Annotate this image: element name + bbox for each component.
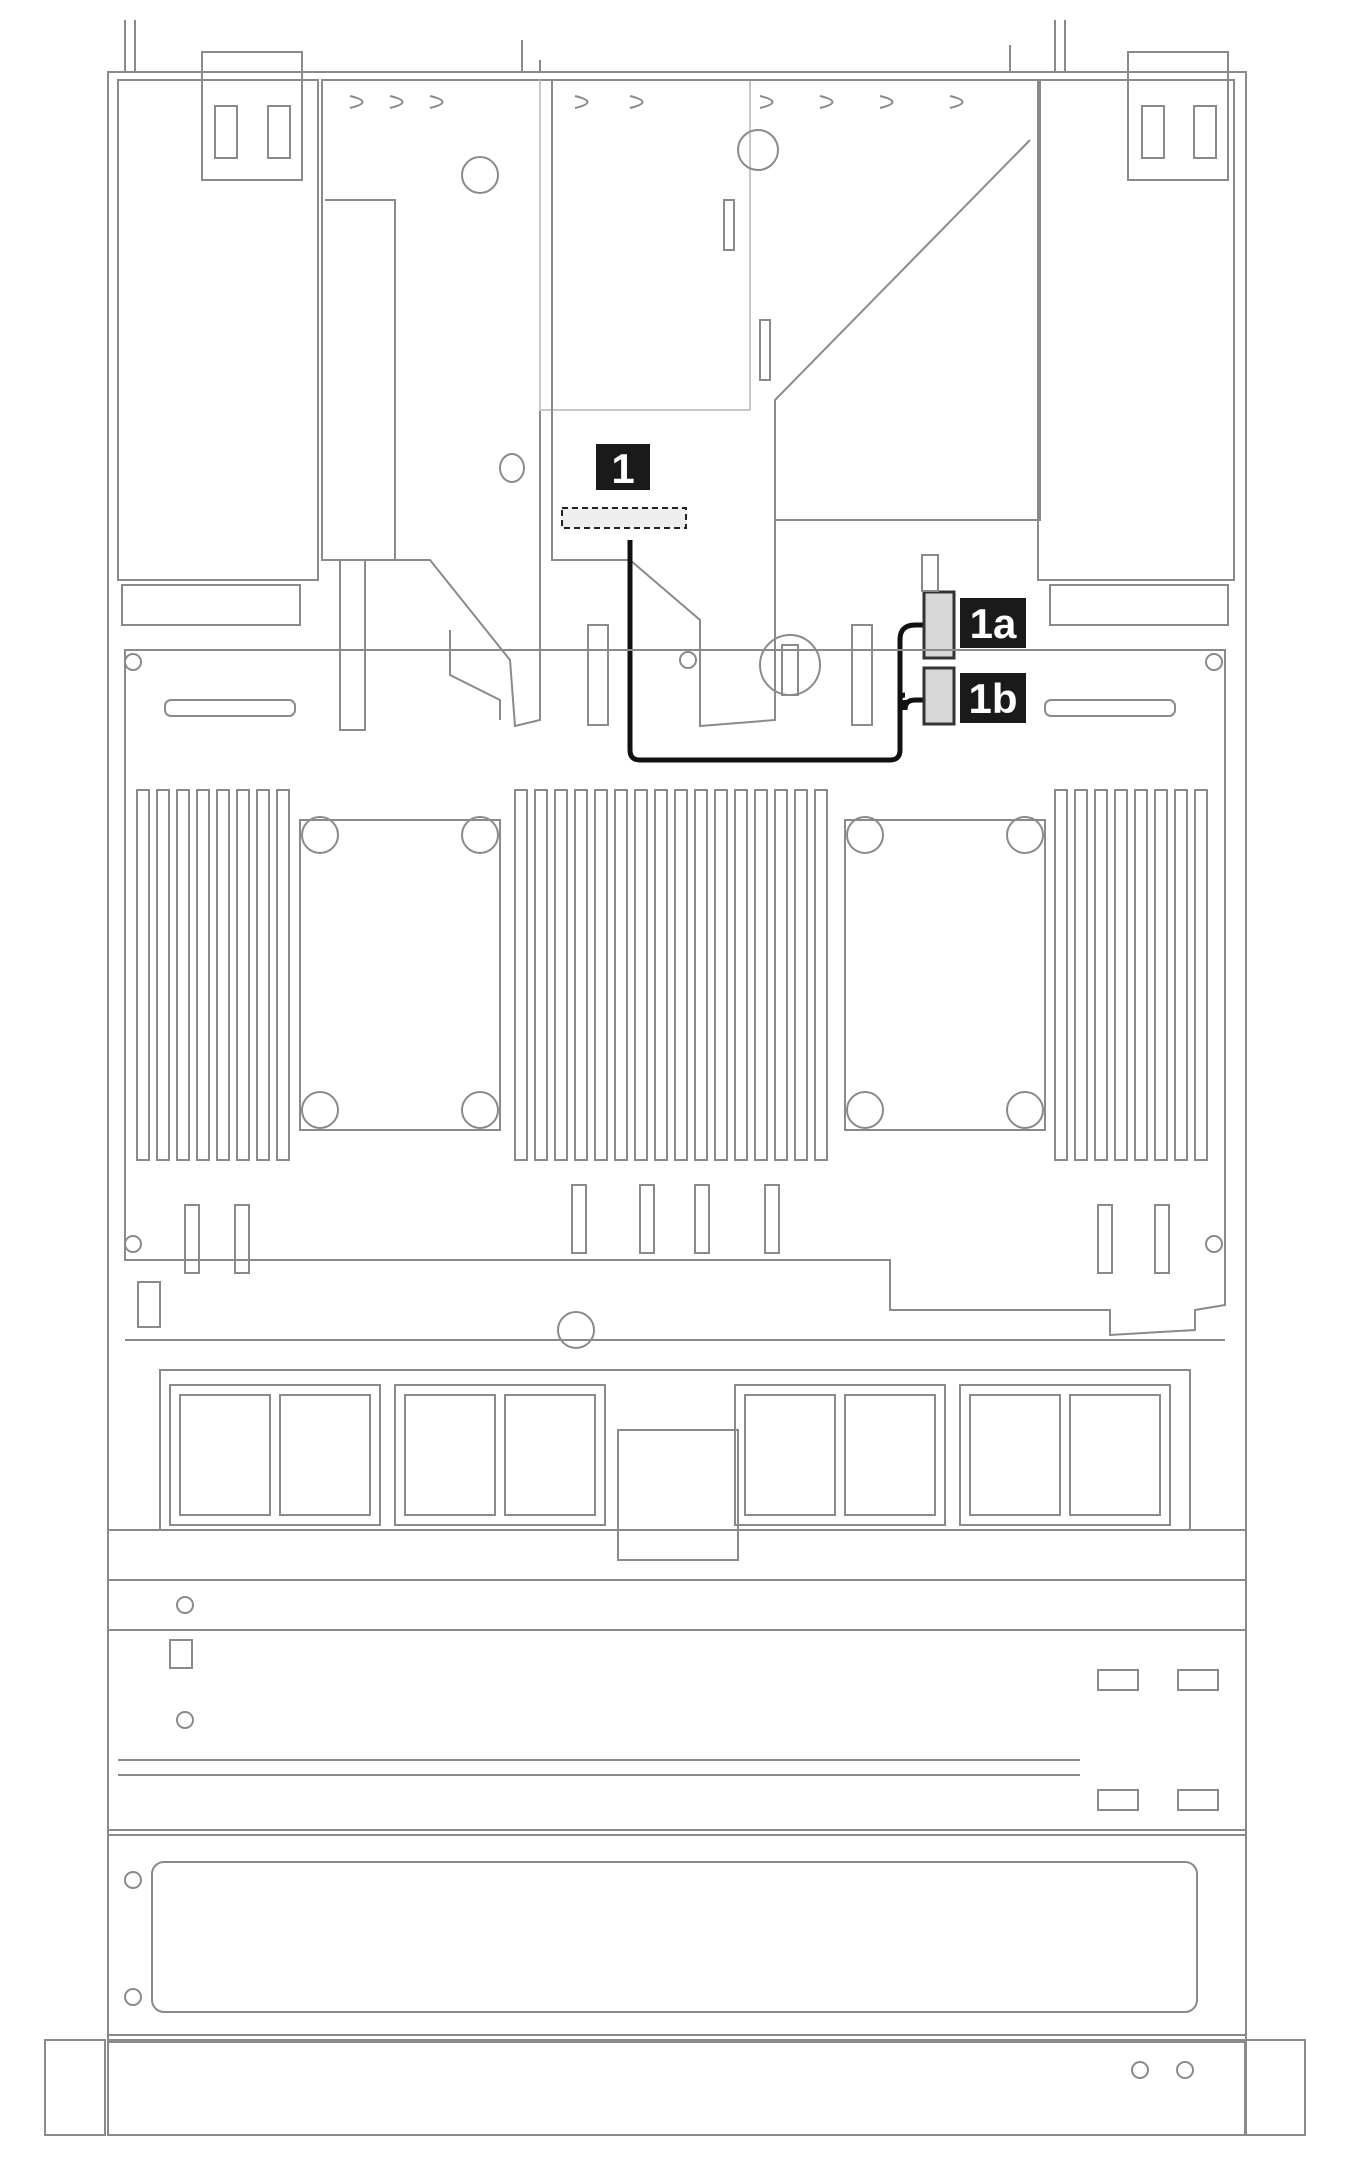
dimm-slot bbox=[554, 789, 568, 1161]
signal-cable-branch bbox=[897, 692, 906, 701]
dimm-slot bbox=[634, 789, 648, 1161]
riser-connector-1 bbox=[561, 507, 687, 529]
fan-rotor-housing bbox=[844, 1394, 936, 1516]
dimm-slot bbox=[1174, 789, 1188, 1161]
dimm-slot bbox=[256, 789, 270, 1161]
dimm-slot bbox=[1054, 789, 1068, 1161]
motherboard bbox=[124, 559, 1226, 1337]
dimm-slot bbox=[754, 789, 768, 1161]
callout-1a-label: 1a bbox=[970, 600, 1017, 647]
dimm-slot bbox=[794, 789, 808, 1161]
fan-module bbox=[394, 1384, 606, 1526]
chassis-outline bbox=[107, 20, 1247, 2043]
dimm-slot bbox=[574, 789, 588, 1161]
dimm-slot bbox=[276, 789, 290, 1161]
dimm-slot bbox=[514, 789, 528, 1161]
dimm-slot bbox=[614, 789, 628, 1161]
callout-1a: 1a bbox=[960, 598, 1026, 648]
fan-rotor-housing bbox=[279, 1394, 371, 1516]
dimm-slot bbox=[1194, 789, 1208, 1161]
pcie-slot bbox=[694, 1184, 710, 1254]
fan-module bbox=[169, 1384, 381, 1526]
fan-cage bbox=[108, 1311, 1246, 1581]
dimm-slot bbox=[236, 789, 250, 1161]
fan-rotor-housing bbox=[744, 1394, 836, 1516]
dimm-slot bbox=[534, 789, 548, 1161]
connector-1a[interactable] bbox=[921, 554, 956, 660]
pcie-slot bbox=[184, 1204, 200, 1274]
dimm-slot bbox=[136, 789, 150, 1161]
dimm-slot bbox=[714, 789, 728, 1161]
dimm-slot bbox=[694, 789, 708, 1161]
riser-cage-left bbox=[321, 79, 541, 728]
pcie-slot bbox=[571, 1184, 587, 1254]
signal-cable bbox=[627, 540, 925, 763]
fan-module bbox=[734, 1384, 946, 1526]
dimm-slot bbox=[654, 789, 668, 1161]
callout-1: 1 bbox=[596, 444, 650, 492]
dimm-slots bbox=[136, 789, 1208, 1161]
dimm-slot bbox=[1114, 789, 1128, 1161]
fan-rotor-housing bbox=[1069, 1394, 1161, 1516]
processor-2[interactable] bbox=[844, 816, 1046, 1131]
pcie-slot bbox=[639, 1184, 655, 1254]
dimm-slot bbox=[1154, 789, 1168, 1161]
signal-cable-end bbox=[902, 697, 925, 711]
front-backplane bbox=[107, 1596, 1247, 1831]
fan-modules bbox=[169, 1384, 1171, 1526]
fan-rotor-housing bbox=[969, 1394, 1061, 1516]
drive-bay bbox=[44, 1834, 1306, 2136]
dimm-slot bbox=[814, 789, 828, 1161]
callout-1b: 1b bbox=[960, 673, 1026, 723]
fan-rotor-housing bbox=[504, 1394, 596, 1516]
dimm-slot bbox=[156, 789, 170, 1161]
processor-1[interactable] bbox=[299, 816, 501, 1131]
dimm-slot bbox=[674, 789, 688, 1161]
dimm-slot bbox=[196, 789, 210, 1161]
dimm-slot bbox=[216, 789, 230, 1161]
pcie-slot bbox=[234, 1204, 250, 1274]
fan-module bbox=[959, 1384, 1171, 1526]
dimm-slot bbox=[1074, 789, 1088, 1161]
pcie-slot bbox=[1097, 1204, 1113, 1274]
dimm-slot bbox=[176, 789, 190, 1161]
pcie-connectors-row bbox=[184, 1184, 1170, 1274]
callout-1-label: 1 bbox=[611, 445, 634, 492]
connector-1b[interactable] bbox=[922, 666, 956, 726]
dimm-slot bbox=[1094, 789, 1108, 1161]
callout-1b-label: 1b bbox=[968, 675, 1017, 722]
fan-rotor-housing bbox=[179, 1394, 271, 1516]
pcie-slot bbox=[1154, 1204, 1170, 1274]
riser-cage-center[interactable] bbox=[539, 79, 1041, 728]
dimm-slot bbox=[774, 789, 788, 1161]
dimm-slot bbox=[734, 789, 748, 1161]
psu-left bbox=[117, 51, 319, 626]
dimm-slot bbox=[594, 789, 608, 1161]
dimm-slot bbox=[1134, 789, 1148, 1161]
psu-right bbox=[1037, 51, 1235, 626]
pcie-slot bbox=[764, 1184, 780, 1254]
fan-rotor-housing bbox=[404, 1394, 496, 1516]
